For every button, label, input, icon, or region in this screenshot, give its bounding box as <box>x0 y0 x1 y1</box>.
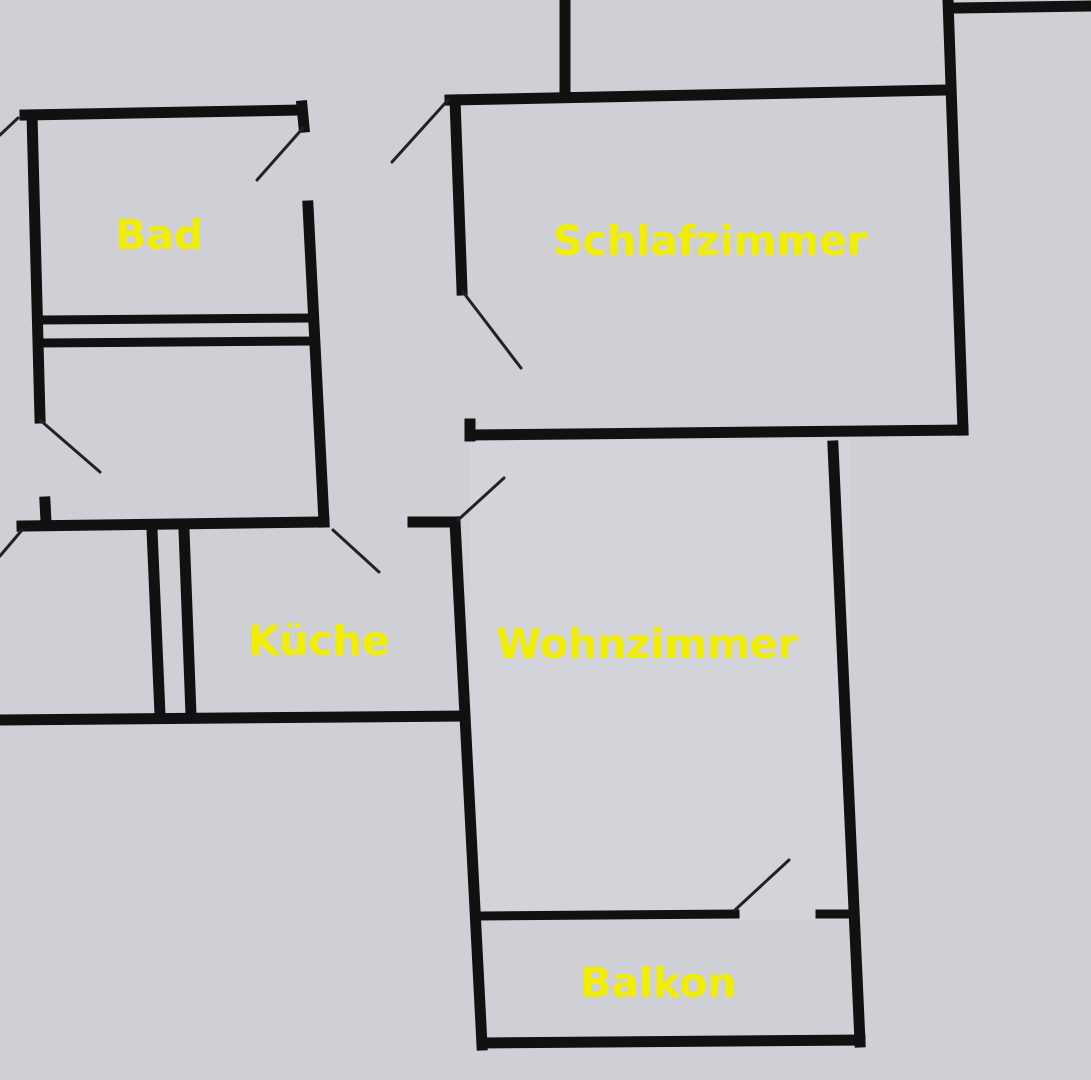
wall-schlaf-bottom <box>464 424 969 441</box>
door-swing-schlaf-entry <box>390 98 450 164</box>
wall-bad-bottom <box>16 516 330 532</box>
room-label-wohnzimmer: Wohnzimmer <box>496 620 798 668</box>
door-swing-left-mid <box>0 528 24 558</box>
wall-bad-bottom-stub <box>39 496 52 528</box>
doors <box>0 98 791 912</box>
plan-shade <box>470 440 850 920</box>
wall-balkon-bottom <box>476 1034 866 1049</box>
wall-kueche-pillar-2 <box>178 524 197 721</box>
wall-kueche-bottom <box>0 710 468 726</box>
wall-top-right-stub <box>949 0 1091 14</box>
wall-bad-divider-1 <box>37 313 317 325</box>
room-label-kueche: Küche <box>248 617 390 665</box>
room-label-balkon: Balkon <box>580 959 737 1007</box>
wall-schlaf-top <box>444 84 954 106</box>
wall-wohn-left <box>449 516 488 1051</box>
room-labels: Bad Schlafzimmer Küche Wohnzimmer Balkon <box>115 211 868 1007</box>
room-label-schlafzimmer: Schlafzimmer <box>553 217 868 265</box>
wall-wohn-right <box>827 440 866 1048</box>
wall-bad-left <box>26 109 46 424</box>
wall-kueche-pillar-1 <box>146 524 166 721</box>
wall-bad-top <box>19 104 308 121</box>
door-swing-top-left <box>0 116 20 137</box>
room-label-bad: Bad <box>115 211 203 259</box>
wall-schlaf-left <box>449 94 468 296</box>
door-swing-kueche <box>331 528 381 574</box>
wall-bad-top-end <box>296 100 310 133</box>
wall-schlaf-right <box>942 0 969 436</box>
door-swing-bad-lower <box>38 418 102 474</box>
door-swing-balkon <box>733 858 791 912</box>
door-swing-wohn-entry <box>456 476 506 522</box>
wall-balkon-top-left <box>478 909 740 921</box>
door-swing-bad-entry <box>255 126 305 182</box>
wall-bad-right <box>302 200 330 528</box>
walls <box>0 0 1091 1051</box>
wall-bad-divider-2 <box>37 336 317 348</box>
door-swing-schlaf-lower <box>461 290 523 370</box>
